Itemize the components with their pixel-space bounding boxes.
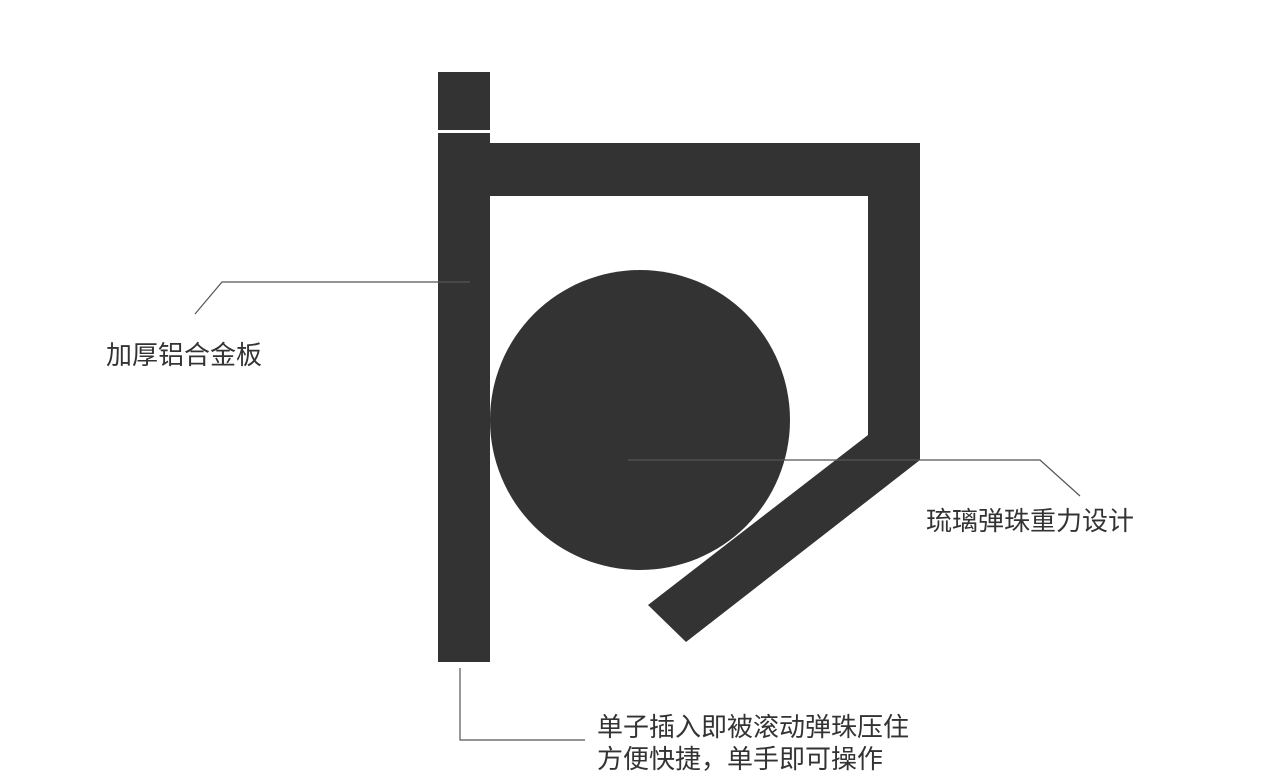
- plate-top-tab: [438, 72, 490, 130]
- plate-leader-line: [194, 281, 470, 315]
- marble-label: 琉璃弹珠重力设计: [926, 507, 1135, 537]
- glass-marble: [490, 270, 790, 570]
- usage-leader-line: [459, 668, 585, 741]
- plate-label: 加厚铝合金板: [106, 341, 263, 371]
- usage-label: 单子插入即被滚动弹珠压住 方便快捷，单手即可操作: [597, 712, 909, 776]
- aluminum-plate: [438, 133, 490, 662]
- usage-label-line-2: 方便快捷，单手即可操作: [597, 745, 884, 775]
- usage-label-line-1: 单子插入即被滚动弹珠压住: [597, 713, 910, 743]
- housing-frame: [490, 143, 920, 642]
- marble-leader-line: [628, 459, 1081, 497]
